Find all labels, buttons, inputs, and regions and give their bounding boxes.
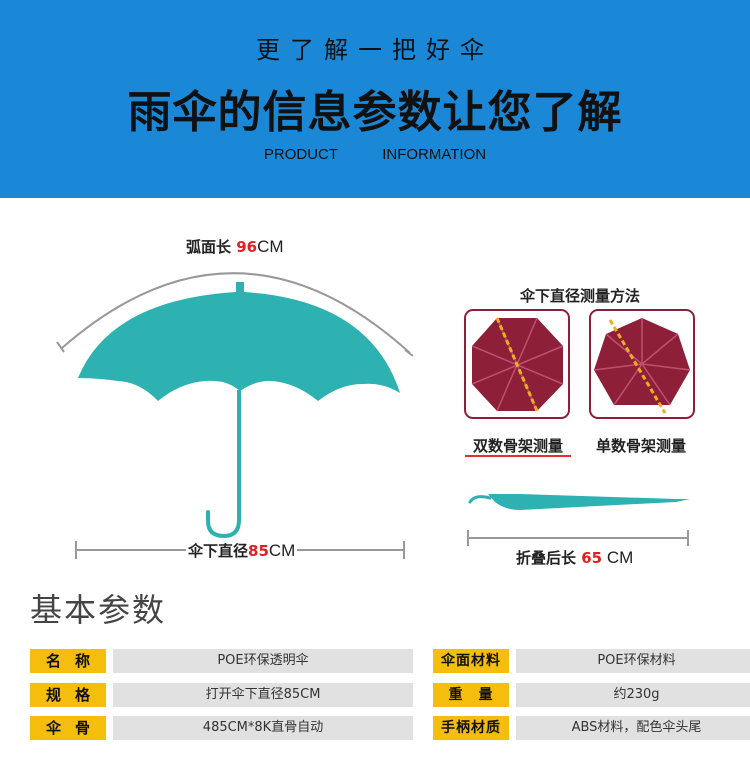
diameter-value: 85 [248, 542, 269, 560]
param-label: 重 量 [433, 683, 509, 707]
arc-length-value: 96 [236, 238, 258, 256]
param-row-weight: 重 量 约230g [433, 683, 750, 707]
subtitle-product: PRODUCT [263, 146, 339, 163]
param-row-ribs: 伞骨 485CM*8K直骨自动 [30, 716, 414, 740]
param-value: POE环保透明伞 [113, 649, 413, 673]
even-measure-line [495, 317, 539, 412]
param-label: 伞面材料 [433, 649, 509, 673]
open-umbrella-handle [206, 493, 241, 539]
even-rib-label: 双数骨架测量 [473, 437, 564, 455]
tagline: 更了解一把好伞 [256, 36, 494, 64]
header-banner: 更了解一把好伞 雨伞的信息参数让您了解 PRODUCT INFORMATION [0, 0, 750, 198]
open-umbrella-canopy [78, 282, 400, 401]
open-umbrella-shaft [237, 390, 241, 500]
folded-length-label: 折叠后长 65 CM [516, 547, 633, 568]
folded-umbrella [488, 494, 690, 510]
param-value: 约230g [516, 683, 750, 707]
param-label: 名称 [30, 649, 106, 673]
arc-measure-line [61, 272, 411, 354]
arc-length-label: 弧面长 96CM [186, 236, 284, 257]
param-value: ABS材料，配色伞头尾 [516, 716, 750, 740]
params-title: 基本参数 [30, 591, 167, 629]
diameter-prefix: 伞下直径 [188, 542, 249, 560]
param-label: 手柄材质 [433, 716, 509, 740]
even-rib-underline [465, 455, 571, 457]
odd-measure-line [608, 319, 667, 414]
odd-rib-label: 单数骨架测量 [596, 437, 687, 455]
arc-length-unit: CM [257, 237, 284, 256]
param-row-canopy-material: 伞面材料 POE环保材料 [433, 649, 750, 673]
subtitle-information: INFORMATION [382, 146, 487, 163]
arc-length-prefix: 弧面长 [186, 238, 237, 256]
folded-length-unit: CM [602, 548, 634, 567]
param-label: 伞骨 [30, 716, 106, 740]
folded-length-value: 65 [581, 549, 603, 567]
param-value: 485CM*8K直骨自动 [113, 716, 413, 740]
param-row-name: 名称 POE环保透明伞 [30, 649, 414, 673]
param-row-handle-material: 手柄材质 ABS材料，配色伞头尾 [433, 716, 750, 740]
folded-length-prefix: 折叠后长 [516, 549, 582, 567]
param-value: 打开伞下直径85CM [113, 683, 413, 707]
folded-umbrella-handle [468, 495, 492, 504]
param-value: POE环保材料 [516, 649, 750, 673]
headline: 雨伞的信息参数让您了解 [127, 87, 623, 138]
param-label: 规格 [30, 683, 106, 707]
diameter-label: 伞下直径85CM [186, 540, 298, 561]
diameter-unit: CM [268, 541, 296, 560]
subtitle: PRODUCT INFORMATION [0, 146, 750, 163]
measure-method-title: 伞下直径测量方法 [520, 287, 641, 305]
param-row-spec: 规格 打开伞下直径85CM [30, 683, 414, 707]
